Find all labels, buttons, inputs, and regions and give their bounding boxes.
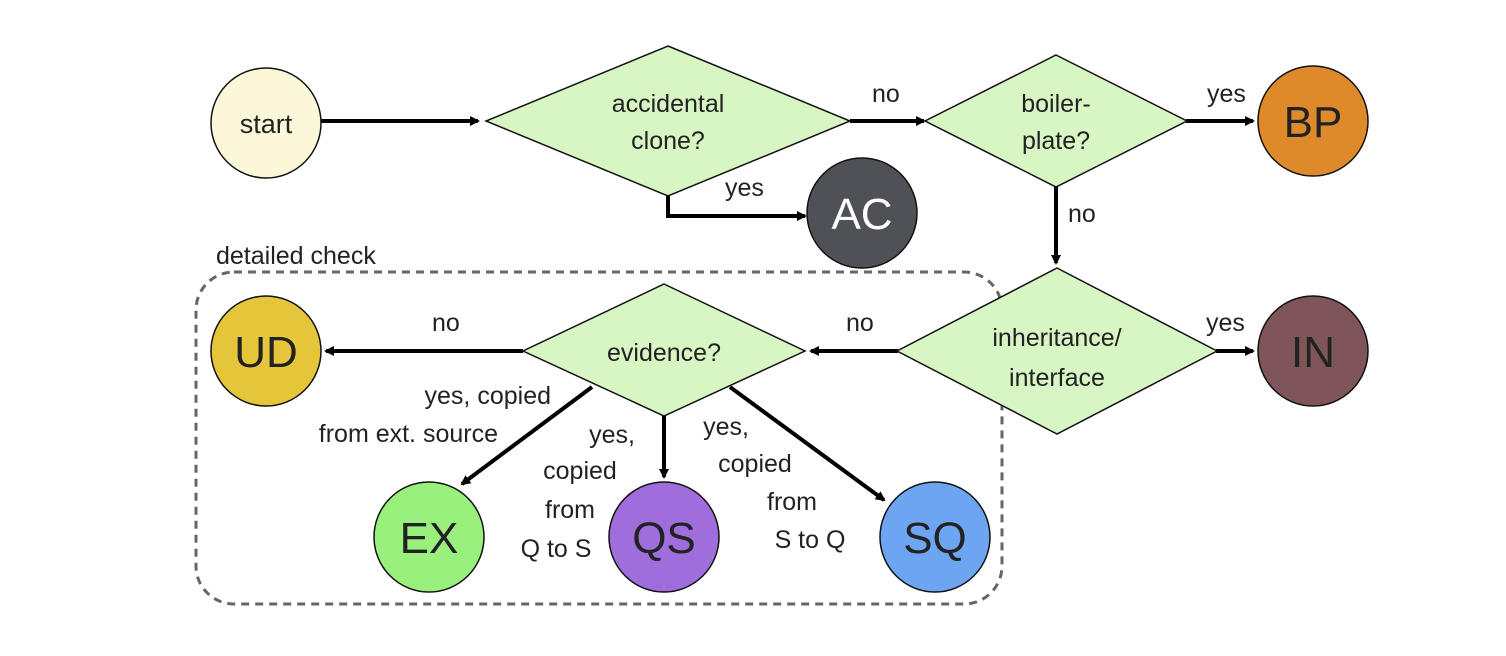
label-inh-no: no: [846, 309, 874, 337]
label-acc-yes: yes: [725, 174, 764, 202]
label-sq-line1: yes,: [703, 413, 749, 441]
label-evidence-no: no: [432, 309, 460, 337]
edge-accidental-to-ac: [666, 193, 807, 221]
decision-accidental-clone: [484, 45, 852, 197]
node-qs: [608, 481, 720, 593]
decision-inheritance-line2: interface: [1009, 364, 1105, 392]
label-sq-line3: from: [767, 488, 817, 516]
label-boiler-yes: yes: [1207, 80, 1246, 108]
node-ac-label: AC: [831, 190, 892, 239]
decision-accidental-line1: accidental: [612, 90, 725, 118]
label-acc-no: no: [872, 80, 900, 108]
node-start: [210, 67, 322, 179]
decision-evidence-line1: evidence?: [607, 339, 721, 367]
node-ud: [210, 295, 322, 407]
detailed-check-group: [194, 270, 1004, 606]
decision-boilerplate-line1: boiler-: [1021, 90, 1090, 118]
node-start-label: start: [240, 109, 293, 139]
decision-inheritance-line1: inheritance/: [992, 324, 1121, 352]
edge-evidence-to-ex: [460, 385, 594, 486]
label-ex-line2: from ext. source: [319, 420, 498, 448]
node-bp-label: BP: [1284, 98, 1343, 147]
label-qs-line2: copied: [543, 457, 617, 485]
label-sq-line4: S to Q: [775, 526, 846, 554]
label-qs-line3: from: [545, 496, 595, 524]
node-in-label: IN: [1291, 328, 1335, 377]
decision-evidence: [521, 283, 807, 417]
edge-evidence-to-sq: [728, 385, 886, 502]
decision-inheritance-interface: [895, 267, 1219, 435]
label-qs-line4: Q to S: [521, 535, 592, 563]
label-inh-yes: yes: [1206, 309, 1245, 337]
decision-accidental-line2: clone?: [631, 127, 705, 155]
label-ex-line1: yes, copied: [425, 382, 551, 410]
label-sq-line2: copied: [718, 450, 792, 478]
node-in: [1257, 295, 1369, 407]
label-boiler-no: no: [1068, 200, 1096, 228]
node-ex: [373, 481, 485, 593]
label-qs-line1: yes,: [589, 421, 635, 449]
node-ac: [806, 157, 918, 269]
detailed-check-label: detailed check: [216, 242, 376, 270]
node-qs-label: QS: [632, 514, 696, 563]
node-ex-label: EX: [400, 514, 459, 563]
node-sq-label: SQ: [903, 514, 967, 563]
node-bp: [1257, 65, 1369, 177]
decision-boilerplate: [923, 54, 1189, 188]
node-ud-label: UD: [234, 328, 298, 377]
node-sq: [879, 481, 991, 593]
decision-boilerplate-line2: plate?: [1022, 127, 1090, 155]
